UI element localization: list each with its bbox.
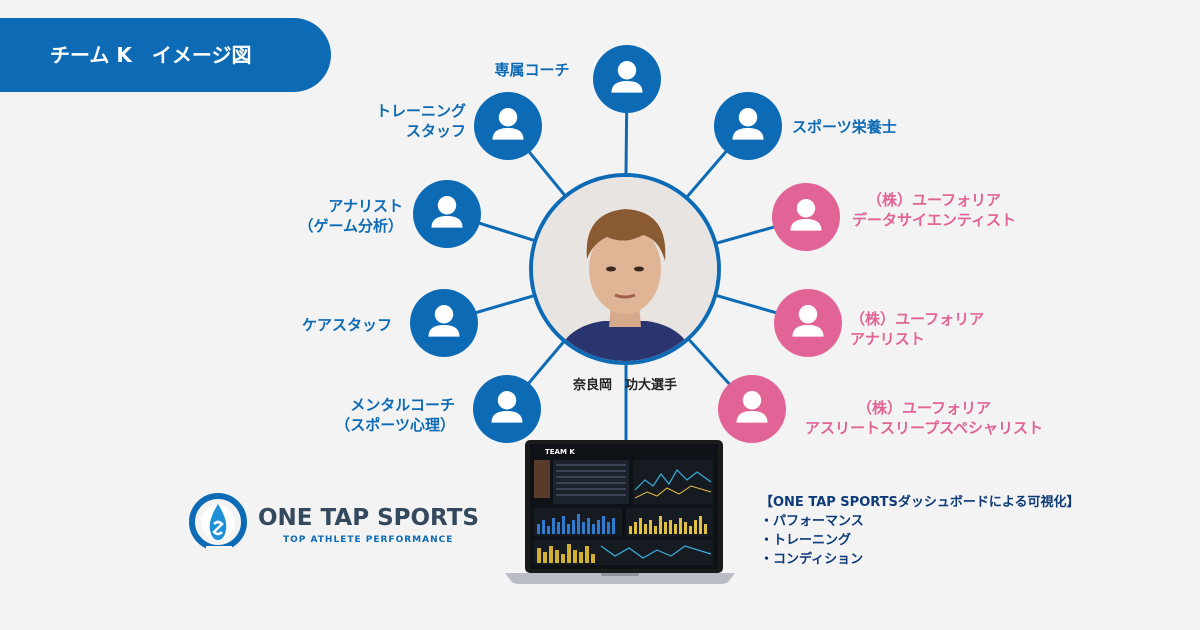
dashboard-item-training: ・トレーニング [760,533,852,548]
person-icon [593,45,661,113]
label-mental: メンタルコーチ （スポーツ心理） [335,396,455,434]
laptop-dashboard: TEAM K [505,440,735,584]
node-datasci [772,183,840,251]
node-mental [473,375,541,443]
node-nutrition [714,92,782,160]
node-euphoria-analyst [774,289,842,357]
banner-title: チーム K イメージ図 [50,43,252,67]
person-icon [473,375,541,443]
dashboard-heading: 【ONE TAP SPORTSダッシュボードによる可視化】 [760,495,1080,510]
player-name: 奈良岡 功大選手 [572,378,677,393]
person-icon [718,375,786,443]
label-coach: 専属コーチ [494,61,570,79]
label-datasci: （株）ユーフォリア データサイエンティスト [852,191,1016,229]
node-sleep [718,375,786,443]
label-training: トレーニング スタッフ [375,102,466,140]
person-icon [774,289,842,357]
node-analyst [413,180,481,248]
dashboard-notes: 【ONE TAP SPORTSダッシュボードによる可視化】 ・パフォーマンス ・… [760,493,1080,569]
logo-tagline: TOP ATHLETE PERFORMANCE [283,535,453,545]
logo-name: ONE TAP SPORTS [258,505,479,531]
dashboard-screen-title: TEAM K [545,448,575,456]
dashboard-item-performance: ・パフォーマンス [760,514,864,529]
one-tap-sports-logo: ONE TAP SPORTS TOP ATHLETE PERFORMANCE [189,493,479,556]
label-nutrition: スポーツ栄養士 [792,118,897,136]
label-euphoria-analyst: （株）ユーフォリア アナリスト [850,310,985,348]
node-care [410,289,478,357]
player-portrait [533,177,717,361]
label-care: ケアスタッフ [301,316,392,334]
title-banner: チーム K イメージ図 [0,18,331,92]
node-training [474,92,542,160]
person-icon [714,92,782,160]
label-analyst: アナリスト （ゲーム分析） [298,197,403,235]
player-photo [529,173,721,365]
person-icon [410,289,478,357]
node-coach [593,45,661,113]
dashboard-item-condition: ・コンディション [760,552,864,567]
person-icon [474,92,542,160]
person-icon [772,183,840,251]
person-icon [413,180,481,248]
label-sleep: （株）ユーフォリア アスリートスリープスペシャリスト [804,399,1044,437]
